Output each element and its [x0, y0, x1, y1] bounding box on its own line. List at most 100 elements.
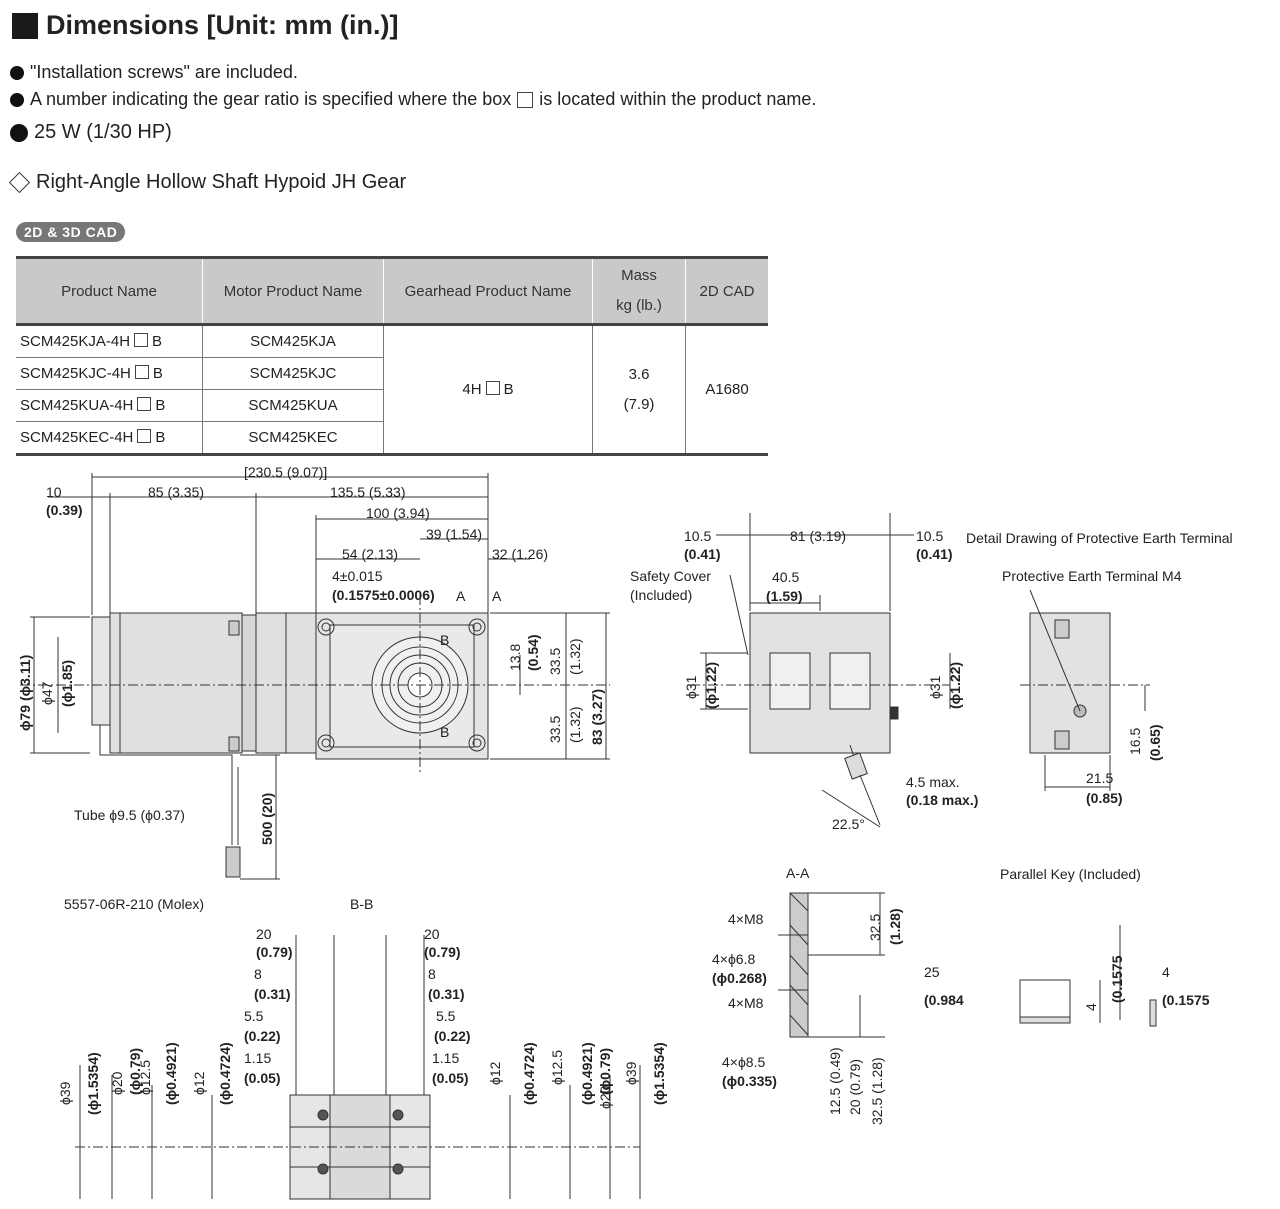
placeholder-box-icon: [137, 429, 152, 443]
aa-dim-12-5: 12.5 (0.49): [827, 1047, 843, 1115]
bb-phi12-5-right-in: (ϕ0.4921): [579, 1042, 595, 1105]
side-view: [690, 513, 951, 828]
side-angle: 22.5°: [832, 816, 865, 832]
section-a-right: A: [492, 588, 502, 604]
note-installation-text: "Installation screws" are included.: [30, 62, 298, 82]
bb-phi12-right: ϕ12: [487, 1061, 503, 1085]
product-name-b: B: [152, 333, 163, 350]
bb-phi20-right: ϕ20: [597, 1085, 613, 1109]
bb-phi39-right: ϕ39: [623, 1061, 639, 1085]
col-mass-label: Mass: [621, 267, 657, 284]
bb-d5-5-right-in: (0.22): [434, 1028, 471, 1044]
section-b-top: B: [440, 632, 449, 648]
product-name-a: SCM425KUA-4H: [20, 397, 134, 414]
product-name-b: B: [155, 397, 166, 414]
key-dim-4-in: (0.1575: [1162, 992, 1210, 1008]
side-dim-10-5-left-in: (0.41): [684, 546, 721, 562]
bb-phi12-5-left-in: (ϕ0.4921): [163, 1042, 179, 1105]
col-product-name: Product Name: [16, 256, 203, 326]
tube-label: Tube ϕ9.5 (ϕ0.37): [74, 807, 185, 823]
gearhead-a: 4H: [462, 381, 482, 398]
key-dim-4-vertical: 4: [1083, 1003, 1099, 1011]
section-subtitle-text: Right-Angle Hollow Shaft Hypoid JH Gear: [36, 171, 407, 193]
dim-phi47: ϕ47: [39, 681, 55, 705]
aa-hole-6-8: 4×ϕ6.8: [712, 951, 755, 967]
mass-cell: 3.6(7.9): [592, 324, 686, 456]
side-phi31-left-in: (ϕ1.22): [703, 662, 719, 709]
table-row: SCM425KUA-4H B SCM425KUA: [16, 389, 768, 422]
side-dim-81: 81 (3.19): [790, 528, 846, 544]
placeholder-box-icon: [134, 365, 149, 379]
product-name-a: SCM425KJA-4H: [20, 333, 131, 350]
front-dimensions: [30, 473, 610, 880]
col-mass: Mass kg (lb.): [592, 256, 686, 326]
dim-33-5-top-in: (1.32): [567, 638, 583, 675]
bb-d8-left: 8: [254, 966, 262, 982]
dim-33-5-top: 33.5: [547, 648, 563, 675]
note-gear-ratio-text-a: A number indicating the gear ratio is sp…: [30, 89, 512, 109]
key-dim-4: 4: [1162, 964, 1170, 980]
cad-cell[interactable]: A1680: [685, 324, 768, 456]
placeholder-box-icon: [517, 91, 534, 108]
side-dim-10-5-right-in: (0.41): [916, 546, 953, 562]
dim-total-length: [230.5 (9.07)]: [244, 464, 327, 480]
page-title-text: Dimensions [Unit: mm (in.)]: [46, 10, 399, 40]
product-name-b: B: [155, 429, 166, 446]
placeholder-box-icon: [134, 333, 149, 347]
title-square-icon: [12, 12, 38, 39]
side-phi31-right-in: (ϕ1.22): [947, 662, 963, 709]
bb-phi20-left-in: (ϕ0.79): [127, 1048, 143, 1095]
bb-phi39-left-in: (ϕ1.5354): [85, 1052, 101, 1115]
bb-phi12-5-right: ϕ12.5: [549, 1050, 565, 1085]
dim-33-5-bottom-in: (1.32): [567, 706, 583, 743]
dim-33-5-bottom: 33.5: [547, 716, 563, 743]
bb-phi12-right-in: (ϕ0.4724): [521, 1042, 537, 1105]
bb-phi12-left: ϕ12: [191, 1071, 207, 1095]
aa-dim-32-5-in: (1.28): [887, 908, 903, 945]
front-view: [20, 595, 610, 878]
dim-10-in: (0.39): [46, 502, 83, 518]
pe-terminal-label: Protective Earth Terminal M4: [1002, 568, 1182, 584]
motor-name-cell: SCM425KJC: [202, 357, 384, 390]
dim-phi47-in: (ϕ1.85): [59, 660, 75, 707]
aa-title: A-A: [786, 865, 810, 881]
dim-13-8: 13.8: [507, 644, 523, 671]
aa-section-view: [778, 892, 885, 1038]
bb-title: B-B: [350, 896, 373, 912]
parallel-key-view: [1019, 925, 1157, 1027]
bb-d20-right: 20: [424, 926, 440, 942]
col-motor-product-name: Motor Product Name: [202, 256, 384, 326]
aa-dim-32-5: 32.5: [867, 914, 883, 941]
motor-name-cell: SCM425KUA: [202, 389, 384, 422]
bullet-icon: [10, 123, 28, 142]
placeholder-box-icon: [485, 381, 500, 395]
aa-m8-top: 4×M8: [728, 911, 764, 927]
spec-table: Product Name Motor Product Name Gearhead…: [16, 256, 768, 456]
cad-badge[interactable]: 2D & 3D CAD: [16, 222, 126, 242]
note-gear-ratio-text-b: is located within the product name.: [539, 89, 817, 109]
dim-phi79: ϕ79 (ϕ3.11): [17, 655, 33, 731]
mass-lb: (7.9): [623, 395, 655, 413]
dim-10: 10: [46, 484, 62, 500]
bb-d20-left-in: (0.79): [256, 944, 293, 960]
key-dim-4-vertical-in: (0.1575: [1109, 955, 1125, 1003]
side-dim-10-5-left: 10.5: [684, 528, 711, 544]
bb-d8-left-in: (0.31): [254, 986, 291, 1002]
aa-hole-8-5: 4×ϕ8.5: [722, 1054, 765, 1070]
key-dim-25: 25: [924, 964, 940, 980]
bb-phi12-5-left: ϕ12.5: [137, 1060, 153, 1095]
safety-cover-label: Safety Cover: [630, 568, 711, 584]
bb-phi20-right-in: (ϕ0.79): [597, 1048, 613, 1095]
bb-phi39-right-in: (ϕ1.5354): [651, 1042, 667, 1105]
dim-32: 32 (1.26): [492, 546, 548, 562]
col-2d-cad: 2D CAD: [685, 256, 768, 326]
bb-d5-5-left-in: (0.22): [244, 1028, 281, 1044]
bb-d5-5-left: 5.5: [244, 1008, 264, 1024]
diamond-icon: [8, 171, 31, 194]
col-gearhead-product-name: Gearhead Product Name: [383, 256, 593, 326]
bb-d5-5-right: 5.5: [436, 1008, 456, 1024]
dimension-drawing: [230.5 (9.07)] 10 (0.39) 85 (3.35) 135.5…: [17, 464, 1233, 1200]
